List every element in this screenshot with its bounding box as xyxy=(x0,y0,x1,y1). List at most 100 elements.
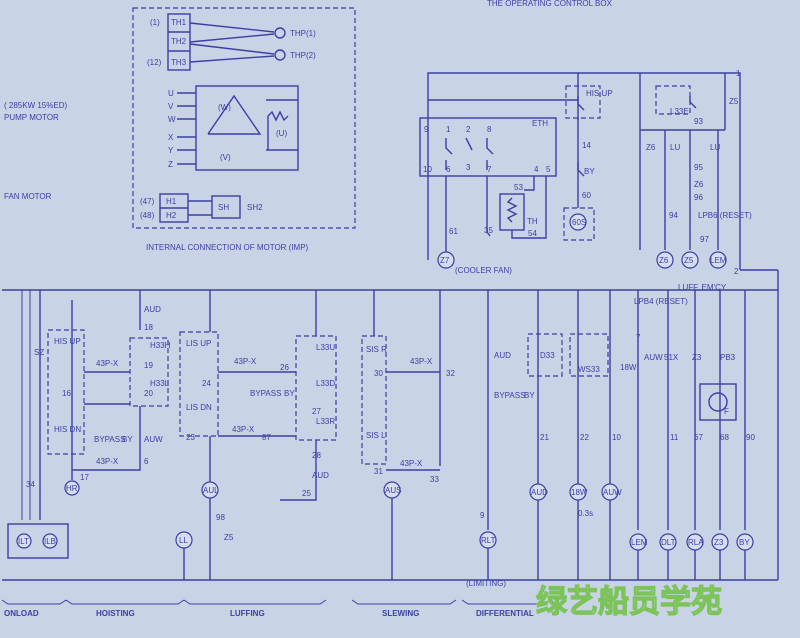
lem-lamp xyxy=(709,251,727,269)
diff-wiring xyxy=(487,500,746,580)
eth-pin-7: 7 xyxy=(487,165,492,174)
terminal-u: U xyxy=(168,89,174,98)
his-up-dashed-box xyxy=(565,85,601,119)
wire-95: 95 xyxy=(694,163,703,172)
eth-relay-box xyxy=(419,117,557,177)
wire-14: 14 xyxy=(582,141,591,150)
eth-wire-61: 61 xyxy=(449,227,458,236)
motor-box-frame xyxy=(132,7,356,229)
th1-label: TH1 xyxy=(171,18,187,27)
wire-68: 68 xyxy=(720,433,729,442)
luff-emergency-circuit: L33E 93 Z5 1 Z6 LU LU 95 Z6 96 94 LPB6 (… xyxy=(639,69,752,292)
thp1-sensor-icon xyxy=(274,27,286,39)
his-up-contact-icon xyxy=(577,96,585,111)
luffing-section: LIS UP LIS DN 24 23 43P-X 43P-X BYPASS B… xyxy=(175,290,337,580)
wire-24: 24 xyxy=(202,379,211,388)
section-onload: ONLOAD xyxy=(4,609,39,618)
l33e-contact-icon xyxy=(689,96,697,109)
cooler-fan-circuit: ETH 9 1 2 3 8 10 6 7 53 5 4 35 54 61 TH … xyxy=(419,72,741,275)
z6-contact-label: Z6 xyxy=(646,143,656,152)
d33-dashed-box xyxy=(527,333,563,377)
tw-coil-label: 18W xyxy=(571,488,588,497)
luff-43px-label-2: 43P-X xyxy=(232,425,255,434)
upper-supply-bus xyxy=(427,72,741,270)
eth-pin-9: 9 xyxy=(424,125,429,134)
thp1-label: THP(1) xyxy=(290,29,316,38)
wire-98: 98 xyxy=(216,513,225,522)
wire-33: 33 xyxy=(430,475,439,484)
th1-number: (1) xyxy=(150,18,160,27)
lpb6-label: LPB6 (RESET) xyxy=(698,211,752,220)
wire-19: 19 xyxy=(144,361,153,370)
motor-box-caption: INTERNAL CONNECTION OF MOTOR (IMP) xyxy=(146,243,309,252)
sis-r-label: SIS R xyxy=(366,345,387,354)
sh-label: SH xyxy=(218,203,229,212)
his-up-circuit: HIS UP 14 BY 60 60S xyxy=(563,73,613,241)
z6-coil-label: Z6 xyxy=(659,256,669,265)
wire-67: 67 xyxy=(694,433,703,442)
hoist-43px-label-2: 43P-X xyxy=(96,457,119,466)
h33h-label: H33H xyxy=(150,341,171,350)
wire-27: 27 xyxy=(312,407,321,416)
wire-2: 2 xyxy=(734,267,739,276)
hoist-aud-label: AUD xyxy=(144,305,161,314)
wire-18: 18 xyxy=(144,323,153,332)
z5-coil xyxy=(681,251,699,269)
f-label: F xyxy=(724,407,729,416)
cooler-fan-label: (COOLER FAN) xyxy=(455,266,512,275)
terminal-z: Z xyxy=(168,160,173,169)
th-label: TH xyxy=(527,217,538,226)
ilb-lamp-label: ILB xyxy=(44,537,56,546)
wire-32: 32 xyxy=(446,369,455,378)
heater-num-47: (47) xyxy=(140,197,155,206)
eth-label: ETH xyxy=(532,119,548,128)
wire-25: 25 xyxy=(302,489,311,498)
th3-number: (12) xyxy=(147,58,162,67)
wire-6: 6 xyxy=(144,457,149,466)
wire-16: 16 xyxy=(62,389,71,398)
diff-z3-label: Z3 xyxy=(692,353,702,362)
wire-93: 93 xyxy=(694,117,703,126)
eth-pin-2: 2 xyxy=(466,125,471,134)
wire-28: 28 xyxy=(312,451,321,460)
sis-l-label: SIS L xyxy=(366,431,386,440)
wire-31: 31 xyxy=(374,467,383,476)
watermark: 绿艺船员学苑 xyxy=(536,584,722,620)
eth-pin-8: 8 xyxy=(487,125,492,134)
section-luffing: LUFFING xyxy=(230,609,265,618)
wire-22: 22 xyxy=(580,433,589,442)
wire-87: 87 xyxy=(262,433,271,442)
section-differential: DIFFERENTIAL xyxy=(476,609,534,618)
terminal-w: W xyxy=(168,115,176,124)
ws33-label: WS33 xyxy=(578,365,600,374)
wire-11: 11 xyxy=(670,433,679,442)
thermistor-icon xyxy=(506,197,518,223)
his-up-switch-label: HIS UP xyxy=(54,337,81,346)
z6-coil xyxy=(656,251,674,269)
z3-coil-label: Z3 xyxy=(714,538,724,547)
section-labels: ONLOAD HOISTING LUFFING SLEWING DIFFEREN… xyxy=(1,599,540,618)
luff-z5-label: Z5 xyxy=(224,533,234,542)
hoist-auw-label: AUW xyxy=(144,435,163,444)
thp2-sensor-icon xyxy=(274,49,286,61)
rlt-lamp-label: RLT xyxy=(481,536,496,545)
luff-43px-label-1: 43P-X xyxy=(234,357,257,366)
ll-coil-label: LL xyxy=(179,536,188,545)
s60-coil xyxy=(569,213,587,231)
z7-label: Z7 xyxy=(440,256,450,265)
l33r-label: L33R xyxy=(316,417,335,426)
section-hoisting: HOISTING xyxy=(96,609,135,618)
s1x-label: 51X xyxy=(664,353,679,362)
his-dashed-box xyxy=(47,329,85,455)
wire-20: 20 xyxy=(144,389,153,398)
luff-emcy-label: LUFF. EM'CY xyxy=(678,283,727,292)
phase-terminals: U V W X Y Z xyxy=(168,89,196,169)
wire-90: 90 xyxy=(746,433,755,442)
eth-pin-10: 10 xyxy=(423,165,432,174)
pump-rating-note: ( 285KW 15%ED) xyxy=(4,101,67,110)
hr-coil-label: HR xyxy=(66,484,78,493)
wire-34: 34 xyxy=(26,480,35,489)
slewing-section: SIS R SIS L 30 32 31 33 43P-X 43P-X AUS xyxy=(361,290,455,580)
diff-by-label: BY xyxy=(524,391,535,400)
eth-pin-5: 5 xyxy=(546,165,551,174)
